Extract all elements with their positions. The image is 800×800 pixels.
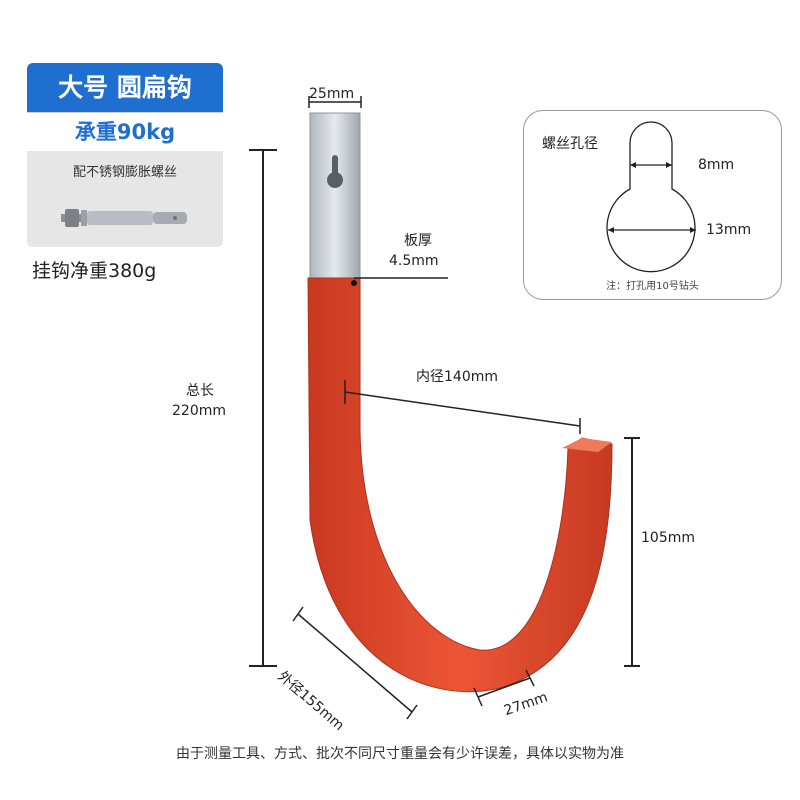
drill-note: 注：打孔用10号钻头 [606, 281, 699, 292]
product-title: 大号 圆扁钩 [27, 63, 223, 112]
small-hole-dim: 8mm [698, 157, 735, 173]
keyhole-slot [327, 155, 343, 188]
red-hook-body [307, 277, 613, 693]
net-weight: 挂钩净重380g [32, 260, 157, 282]
keyhole-diagram [606, 121, 696, 273]
disclaimer-footer: 由于测量工具、方式、批次不同尺寸重量会有少许误差，具体以实物为准 [176, 746, 624, 762]
metal-plate [309, 112, 361, 279]
screw-hole-panel: 螺丝孔径 8mm 13mm 注：打孔用10号钻头 [523, 110, 782, 300]
thickness-label: 4.5mm [389, 253, 439, 269]
width-label: 25mm [309, 86, 355, 102]
large-hole-dim: 13mm [706, 222, 752, 238]
load-capacity: 承重90kg [27, 112, 223, 151]
thickness-title: 板厚 [404, 233, 432, 249]
total-length-title: 总长 [186, 383, 214, 399]
screw-label: 配不锈钢膨胀螺丝 [72, 165, 177, 180]
inner-diameter-label: 内径140mm [416, 369, 498, 385]
tip-height-label: 105mm [641, 530, 695, 546]
total-length-label: 220mm [172, 403, 226, 419]
expansion-bolt-icon [61, 209, 187, 227]
product-info-card: 大号 圆扁钩 承重90kg 配不锈钢膨胀螺丝 [27, 63, 223, 247]
hook-tip-cap [562, 438, 612, 452]
hole-panel-title: 螺丝孔径 [542, 136, 598, 152]
